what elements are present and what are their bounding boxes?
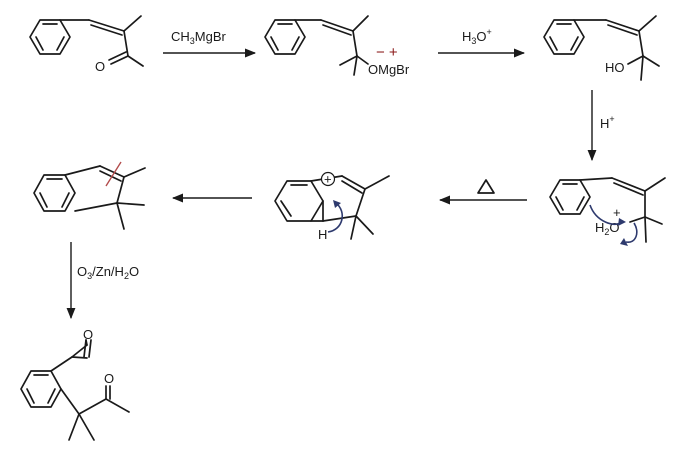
benzene-ring — [264, 19, 306, 55]
molecule-keto-aldehyde: O O — [20, 327, 130, 441]
alkoxide-charges: − + — [376, 44, 398, 61]
hydroxyl-label: HO — [605, 60, 625, 75]
hydride-label: H — [318, 227, 327, 242]
molecule-alkoxide: OMgBr − + — [264, 15, 410, 77]
molecule-enone-ketone: O — [29, 15, 144, 74]
molecule-oxonium: H2O + — [549, 177, 666, 246]
cleavage-mark — [105, 161, 122, 187]
molecule-indene — [33, 161, 146, 230]
triangle-heat-icon — [477, 179, 495, 194]
alkoxide-label: OMgBr — [368, 62, 410, 77]
reagent-ch3mgbr: CH3MgBr — [171, 29, 227, 46]
curly-arrow-water-leaving — [625, 222, 638, 243]
reagent-ozonolysis: O3/Zn/H2O — [77, 264, 139, 281]
ketone-oxygen-label-2: O — [104, 371, 114, 386]
reagent-h-plus: H+ — [600, 114, 615, 131]
carbocation-charge: + — [324, 172, 332, 187]
benzene-ring — [549, 179, 591, 215]
molecule-carbocation: + H — [274, 172, 390, 242]
aldehyde-oxygen-label: O — [83, 327, 93, 342]
benzene-ring — [29, 19, 71, 55]
benzene-ring — [20, 370, 62, 408]
reagent-h3o-plus: H3O+ — [462, 27, 492, 46]
ketone-oxygen-label: O — [95, 59, 105, 74]
benzene-ring — [543, 19, 585, 55]
oxonium-charge: + — [613, 205, 621, 220]
molecule-alcohol: HO — [543, 15, 660, 81]
curly-arrow-deprotonation — [327, 202, 344, 233]
benzene-ring — [33, 174, 76, 212]
